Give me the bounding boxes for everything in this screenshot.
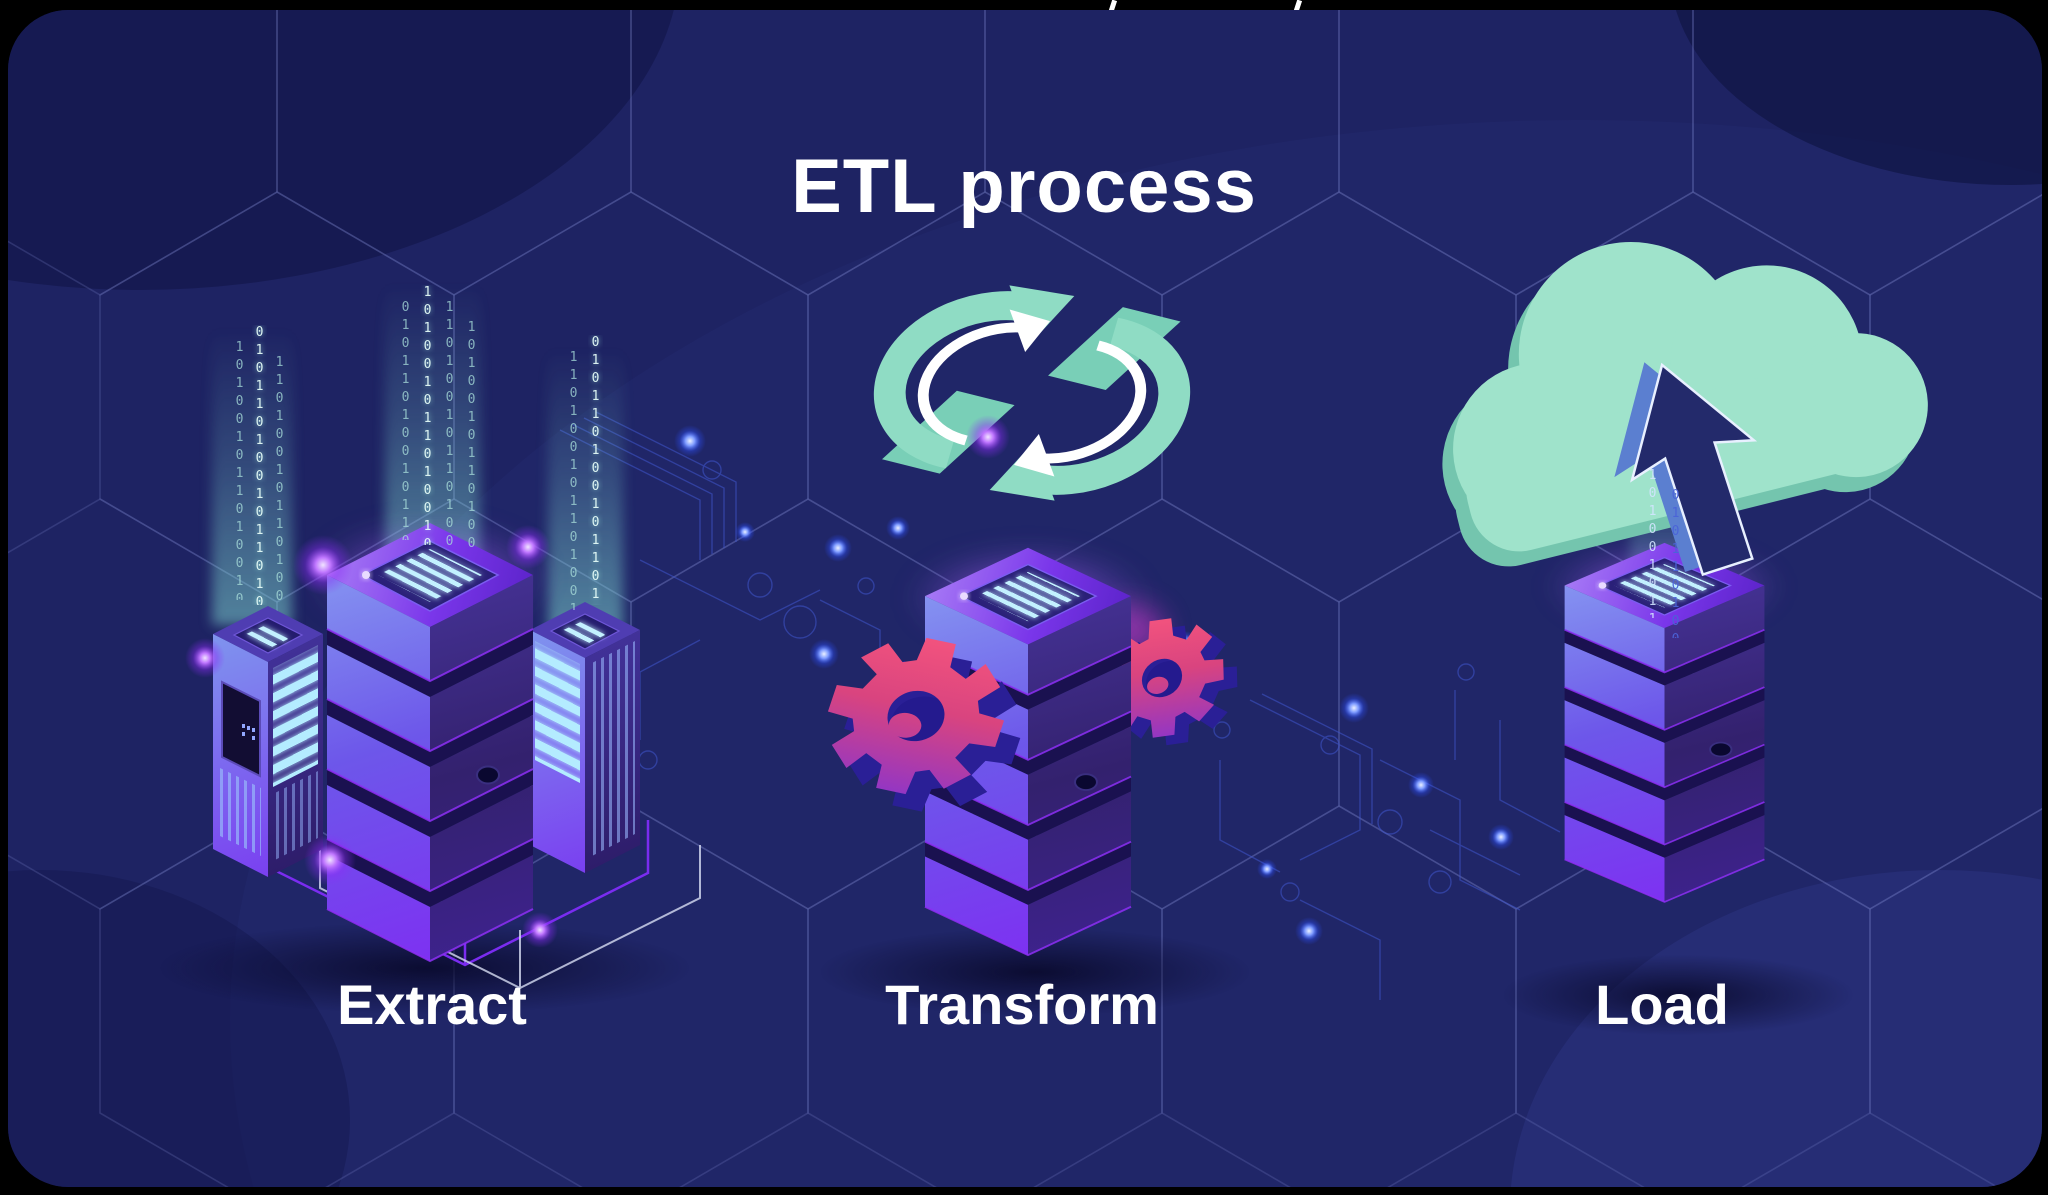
gear-small-icon [1098, 611, 1239, 753]
step-label-extract: Extract [337, 973, 527, 1036]
illustration-canvas [8, 10, 2042, 1187]
load-illustration [1442, 242, 1928, 1035]
server-cabinet-right [529, 602, 641, 873]
canvas-panel [8, 10, 2042, 1187]
diagram-title: ETL process [791, 143, 1257, 229]
purple-glow-orb [966, 415, 1010, 459]
purple-glow-orbs [185, 525, 558, 948]
data-beam [548, 350, 623, 630]
step-label-transform: Transform [885, 973, 1159, 1036]
server-cabinet-left [213, 606, 324, 877]
extract-shadow [160, 922, 690, 1014]
data-beam [212, 330, 292, 625]
sync-icon [873, 285, 1191, 501]
cloud-upload-icon [1442, 242, 1928, 577]
extract-illustration [160, 285, 701, 1014]
step-label-load: Load [1595, 973, 1729, 1036]
upload-arrow-icon [1614, 362, 1758, 577]
transform-illustration [807, 285, 1250, 1016]
gear-large-icon [807, 623, 1042, 827]
load-shadow [1503, 955, 1853, 1035]
server-tower [310, 522, 550, 961]
circuit-glow-dots [674, 425, 1514, 945]
server-tower [1548, 542, 1781, 902]
transform-shadow [820, 928, 1250, 1016]
